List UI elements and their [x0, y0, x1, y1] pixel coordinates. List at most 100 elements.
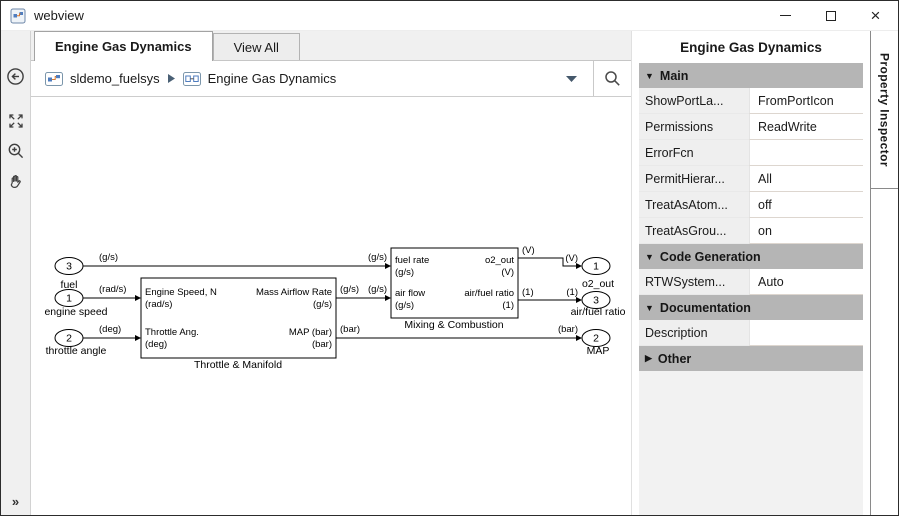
diagram-canvas[interactable]: 3 fuel (g/s) 1 engine speed (rad/s) 2 th…: [31, 97, 631, 515]
signal-unit: (1): [522, 287, 534, 298]
caret-down-icon: ▼: [645, 251, 654, 262]
breadcrumb-arrow-icon: [167, 74, 175, 83]
outport-map[interactable]: 2 MAP: [581, 329, 611, 358]
breadcrumb: sldemo_fuelsys Engine Gas Dynamics: [31, 61, 631, 97]
panel-filler: [639, 371, 863, 515]
section-label: Documentation: [659, 300, 751, 315]
breadcrumb-item-model[interactable]: sldemo_fuelsys: [70, 71, 160, 86]
minimize-icon: [780, 15, 791, 16]
side-tab-label: Property Inspector: [877, 52, 892, 167]
block-port-label: MAP (bar): [289, 327, 332, 338]
tab-property-inspector[interactable]: Property Inspector: [871, 31, 898, 189]
inport-fuel[interactable]: 3 fuel (g/s): [54, 252, 118, 291]
signal-unit: (deg): [99, 324, 121, 335]
signal-unit: (rad/s): [99, 284, 126, 295]
zoom-in-icon[interactable]: [7, 142, 25, 160]
table-row: PermitHierar... All: [639, 166, 863, 192]
inspector-title: Engine Gas Dynamics: [680, 39, 822, 55]
block-port-label: Mass Airflow Rate: [256, 287, 332, 298]
minimize-button[interactable]: [763, 1, 808, 30]
table-row: ErrorFcn: [639, 140, 863, 166]
section-header-main[interactable]: ▼ Main: [639, 63, 863, 88]
inport-throttle-angle[interactable]: 2 throttle angle (deg): [46, 324, 122, 357]
block-port-label: o2_out: [485, 255, 514, 266]
inspector-body: ▼ Main ShowPortLa... FromPortIcon Permis…: [639, 63, 863, 515]
property-name: PermitHierar...: [639, 166, 749, 192]
tab-engine-gas-dynamics[interactable]: Engine Gas Dynamics: [34, 31, 213, 61]
property-name: TreatAsAtom...: [639, 192, 749, 218]
fit-to-view-icon[interactable]: [7, 112, 25, 130]
signal-unit: (V): [565, 253, 578, 264]
window-controls: ×: [763, 1, 898, 30]
left-toolbar: »: [1, 31, 31, 515]
window-title: webview: [34, 8, 84, 23]
signal-unit: (g/s): [99, 252, 118, 263]
section-header-code-generation[interactable]: ▼ Code Generation: [639, 244, 863, 269]
breadcrumb-dropdown-button[interactable]: [560, 61, 583, 96]
maximize-button[interactable]: [808, 1, 853, 30]
model-icon: [45, 71, 63, 86]
maximize-icon: [825, 10, 836, 21]
back-icon[interactable]: [6, 67, 25, 86]
property-value[interactable]: [749, 320, 863, 346]
property-value[interactable]: All: [749, 166, 863, 192]
port-number: 2: [593, 333, 599, 345]
pan-icon[interactable]: [7, 172, 25, 190]
property-value[interactable]: Auto: [749, 269, 863, 295]
block-port-unit: (V): [501, 267, 514, 278]
property-value[interactable]: [749, 140, 863, 166]
expand-panel-icon[interactable]: »: [11, 494, 20, 509]
tab-bar: Engine Gas Dynamics View All: [31, 31, 631, 61]
caret-down-icon: ▼: [645, 70, 654, 81]
property-name: ErrorFcn: [639, 140, 749, 166]
outport-air-fuel-ratio[interactable]: 3 air/fuel ratio: [571, 291, 626, 319]
close-icon: ×: [870, 6, 881, 25]
section-header-other[interactable]: ▶ Other: [639, 346, 863, 371]
block-mixing-combustion[interactable]: fuel rate (g/s) o2_out (V) air flow (g/s…: [390, 247, 519, 331]
table-row: TreatAsAtom... off: [639, 192, 863, 218]
block-port-unit: (g/s): [395, 300, 414, 311]
block-port-unit: (bar): [312, 339, 332, 350]
outport-o2-out[interactable]: 1 o2_out: [581, 257, 614, 291]
property-value[interactable]: off: [749, 192, 863, 218]
app-icon: [10, 8, 26, 24]
close-button[interactable]: ×: [853, 1, 898, 30]
inport-engine-speed[interactable]: 1 engine speed (rad/s): [44, 284, 126, 318]
block-name: Throttle & Manifold: [194, 359, 282, 371]
property-value[interactable]: FromPortIcon: [749, 88, 863, 114]
property-value[interactable]: ReadWrite: [749, 114, 863, 140]
block-port-unit: (1): [502, 300, 514, 311]
port-number: 1: [593, 261, 599, 273]
table-row: ShowPortLa... FromPortIcon: [639, 88, 863, 114]
block-port-label: air flow: [395, 288, 425, 299]
tab-label: Engine Gas Dynamics: [55, 39, 192, 54]
signal-unit: (1): [566, 287, 578, 298]
table-row: RTWSystem... Auto: [639, 269, 863, 295]
block-port-label: Throttle Ang.: [145, 327, 199, 338]
property-inspector-panel: Engine Gas Dynamics ▼ Main ShowPortLa...…: [631, 31, 870, 515]
property-name: Permissions: [639, 114, 749, 140]
port-label: air/fuel ratio: [571, 306, 626, 318]
search-button[interactable]: [593, 61, 631, 96]
port-number: 3: [66, 261, 72, 273]
section-header-documentation[interactable]: ▼ Documentation: [639, 295, 863, 320]
block-port-label: fuel rate: [395, 255, 429, 266]
dropdown-caret-icon: [566, 75, 577, 82]
port-label: throttle angle: [46, 345, 107, 357]
table-row: Permissions ReadWrite: [639, 114, 863, 140]
block-port-unit: (g/s): [395, 267, 414, 278]
signal-unit: (g/s): [368, 252, 387, 263]
signal-unit: (bar): [340, 324, 360, 335]
port-label: o2_out: [582, 278, 614, 290]
breadcrumb-item-subsystem[interactable]: Engine Gas Dynamics: [207, 71, 337, 86]
table-row: TreatAsGrou... on: [639, 218, 863, 244]
property-name: ShowPortLa...: [639, 88, 749, 114]
tab-view-all[interactable]: View All: [212, 33, 300, 60]
subsystem-icon: [182, 71, 201, 86]
property-value[interactable]: on: [749, 218, 863, 244]
tab-label: View All: [233, 39, 279, 55]
wire-o2-out[interactable]: [518, 257, 582, 269]
block-port-unit: (deg): [145, 339, 167, 350]
block-throttle-manifold[interactable]: Engine Speed, N (rad/s) Mass Airflow Rat…: [140, 277, 337, 371]
caret-right-icon: ▶: [645, 353, 652, 363]
